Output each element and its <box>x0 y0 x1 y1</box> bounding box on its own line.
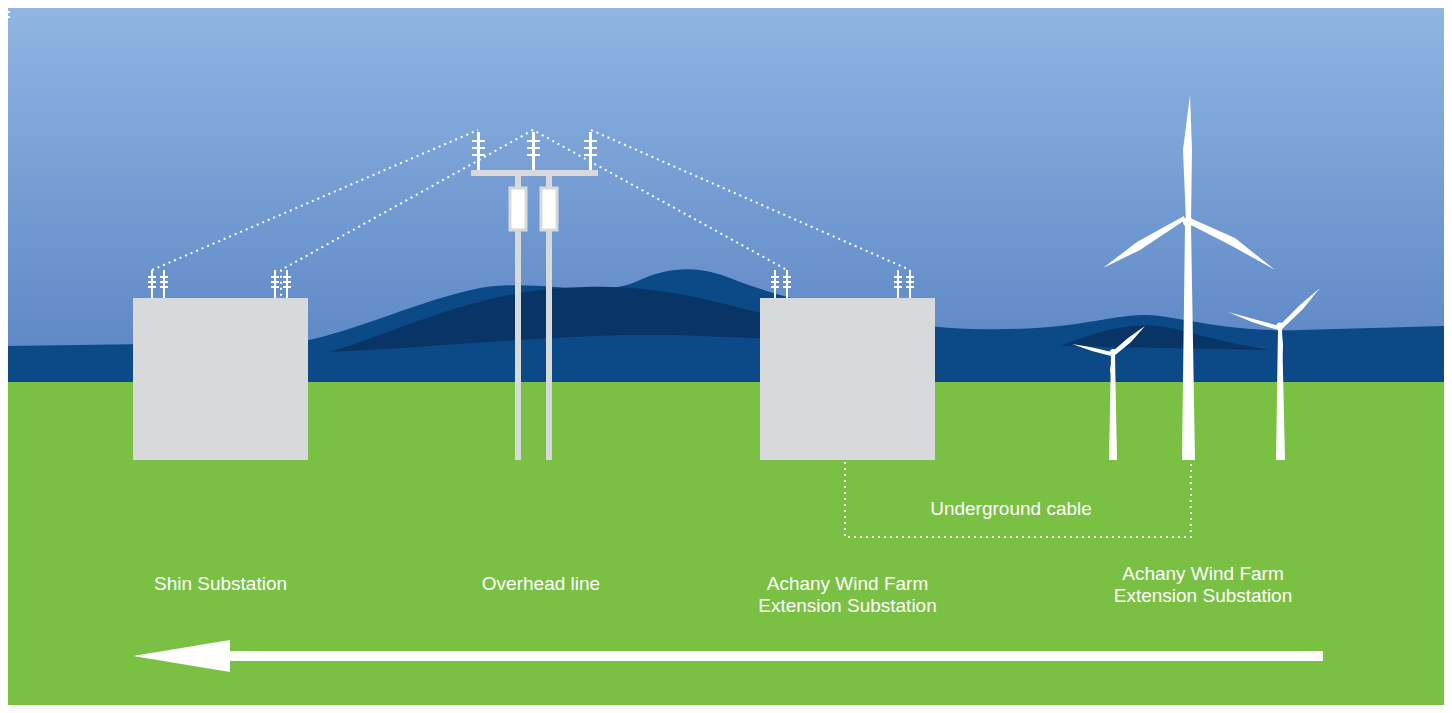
insulators <box>0 0 914 298</box>
substation-box: Achany Wind Farm Extension Substation <box>760 298 935 460</box>
substation-label: Achany Wind Farm Extension Substation <box>743 573 953 617</box>
diagram-label: Achany Wind Farm Extension Substation <box>1088 563 1318 607</box>
overhead-conductors <box>152 130 910 270</box>
overhead-line-connector <box>281 130 787 298</box>
wind-turbines <box>1072 95 1320 460</box>
pylon <box>471 132 598 460</box>
diagram-label: Overhead line <box>426 573 656 595</box>
diagram-label: Underground cable <box>896 498 1126 520</box>
substation-box: Shin Substation <box>133 298 308 460</box>
flow-arrow <box>133 640 1323 672</box>
substation-label: Shin Substation <box>116 573 326 595</box>
underground-cable-line <box>845 462 1191 537</box>
